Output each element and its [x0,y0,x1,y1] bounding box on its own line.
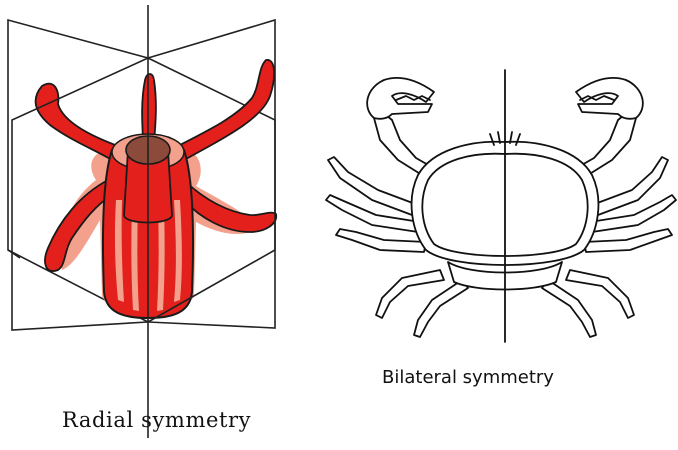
hydra-tentacle [36,84,118,160]
radial-symmetry-caption: Radial symmetry [62,408,251,432]
hydra-tentacle [178,60,274,160]
hydra-tentacle [142,74,156,140]
bilateral-symmetry-illustration [326,70,676,342]
crab-claw-right [576,78,643,175]
crab-claw-left [367,78,434,175]
bilateral-symmetry-caption: Bilateral symmetry [382,367,554,388]
hydra-body [36,60,277,318]
radial-symmetry-illustration [8,5,276,438]
